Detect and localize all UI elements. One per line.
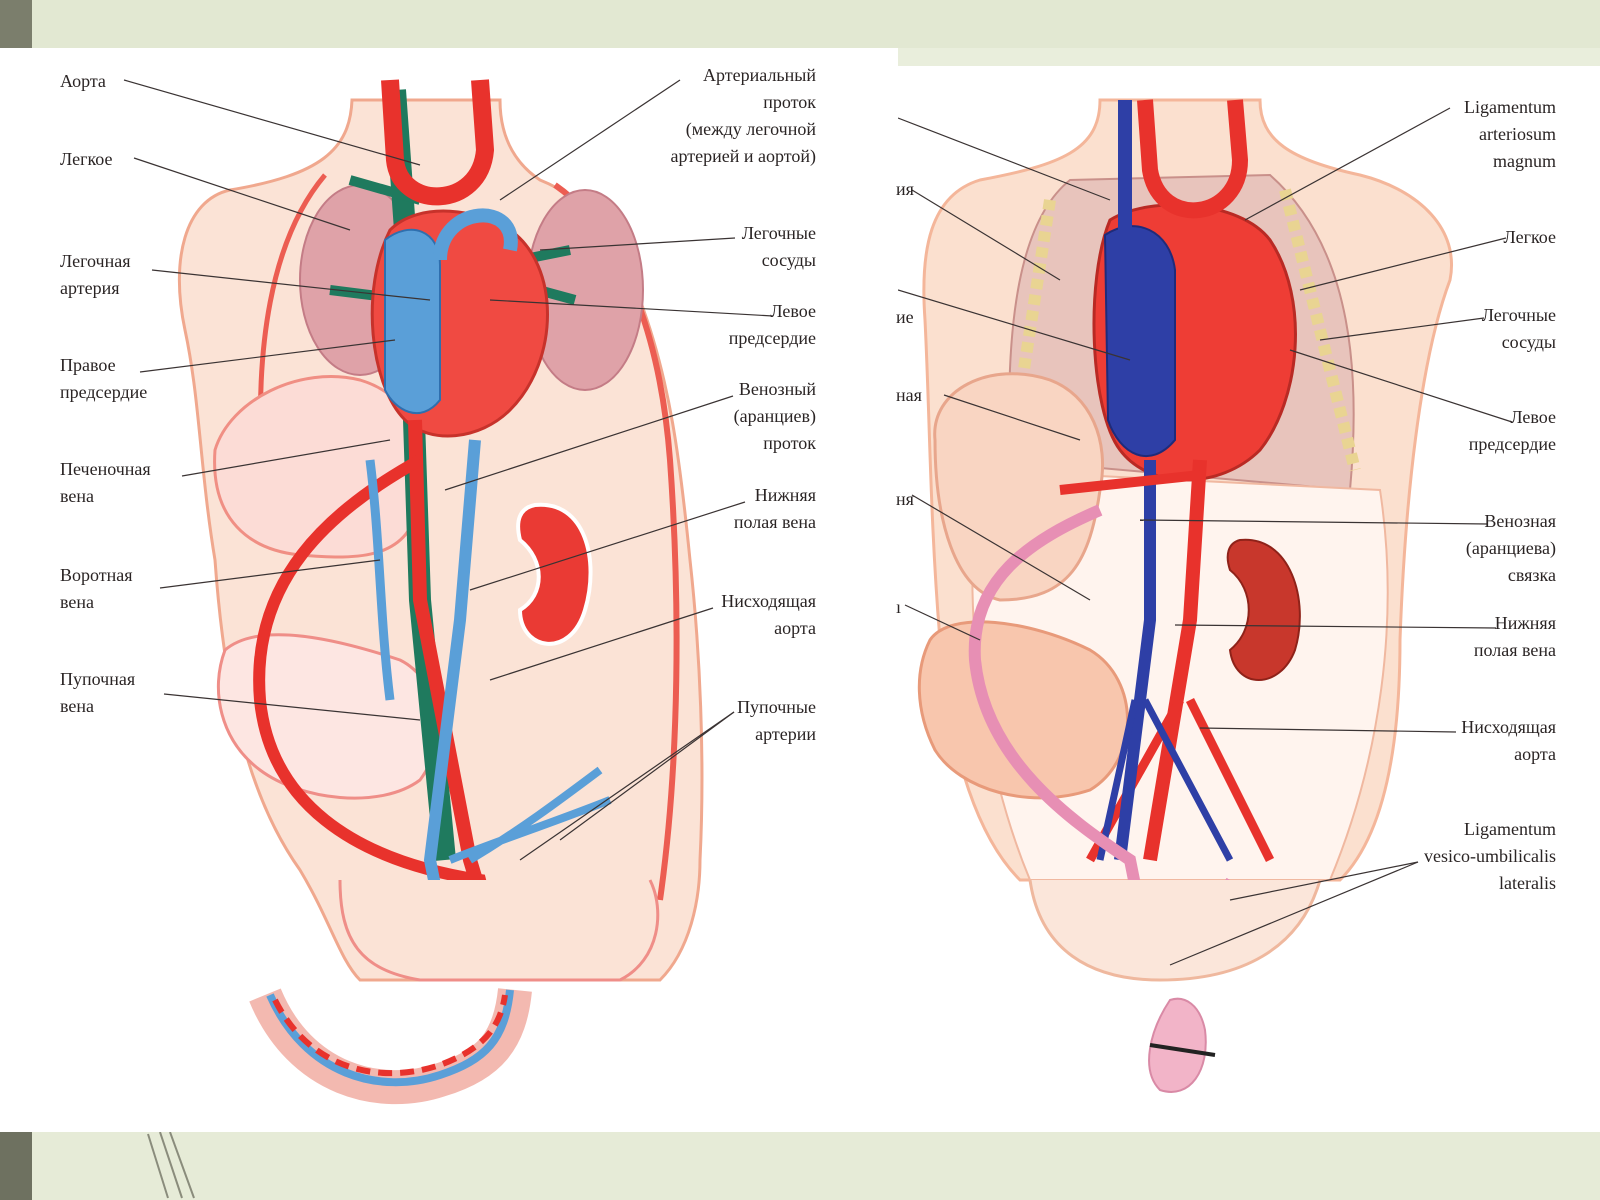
iliac-veins [1096,698,1234,862]
slide-decorative-lines [147,1132,195,1199]
postnatal-circulation-illustration [917,98,1453,1093]
postnatal-circulation-panel: ия ие ная ня ı Ligamentum arteriosum mag… [896,66,1600,1132]
slide-bottom-band [0,1132,1600,1200]
pulmonary-trunk [433,208,518,261]
label-ligamentum-venosum: Венозная (аранциева) связка [1465,511,1556,585]
label-cut-5: ı [896,597,902,617]
label-inferior-vena-cava: Нижняя полая вена [733,485,816,532]
label-cut-2: ие [896,307,914,327]
label-cut-4: ня [896,489,914,509]
label-lung: Легкое [1503,227,1557,247]
slide-corner-accent-bottom [0,1132,32,1200]
label-descending-aorta: Нисходящая аорта [721,591,816,638]
aorta-arch [381,79,495,206]
hepatic-artery [1059,470,1201,495]
pelvis [338,879,660,982]
fetal-circulation-panel: Аорта Легкое Легочная артерия Правое пре… [0,48,898,1132]
label-aorta: Аорта [60,71,106,91]
label-ductus-arteriosus: Артериальный проток (между легочной арте… [670,65,816,166]
label-left-atrium: Левое предсердие [1468,407,1556,454]
pelvis [1028,879,1322,982]
slide-top-band [0,0,1600,48]
label-pulmonary-artery: Легочная артерия [60,251,131,298]
umbilical-cord [249,987,532,1105]
label-pulmonary-vessels: Легочные сосуды [741,223,816,270]
label-lung: Легкое [60,149,113,169]
slide-corner-accent-top [0,0,32,48]
label-pulmonary-vessels: Легочные сосуды [1481,305,1556,352]
label-descending-aorta: Нисходящая аорта [1461,717,1556,764]
aorta-arch [1137,99,1249,219]
label-umbilical-vein: Пупочная вена [60,669,136,716]
cord-clamp [1149,1043,1216,1057]
label-cut-3: ная [896,385,922,405]
label-ligamentum-arteriosum: Ligamentum arteriosum magnum [1464,97,1556,171]
descending-aorta [1143,459,1207,862]
label-cut-1: ия [896,179,914,199]
right-heart [1103,225,1176,458]
umbilical-cord-artery-spiral [272,994,508,1077]
umbilical-cord-vessels [266,989,514,1087]
label-hepatic-vein: Печеночная вена [60,459,151,506]
label-umbilical-arteries: Пупочные артерии [737,697,816,744]
label-ligamentum-vesico-umbilicalis: Ligamentum vesico-umbilicalis lateralis [1424,819,1556,893]
kidney [1226,538,1301,681]
inferior-vena-cava [1114,460,1156,861]
label-inferior-vena-cava: Нижняя полая вена [1473,613,1556,660]
label-portal-vein: Воротная вена [60,565,133,612]
label-left-atrium: Левое предсердие [728,301,816,348]
label-ductus-venosus: Венозный (аранциев) проток [733,379,816,453]
right-atrium [384,228,441,415]
label-right-atrium: Правое предсердие [60,355,148,402]
